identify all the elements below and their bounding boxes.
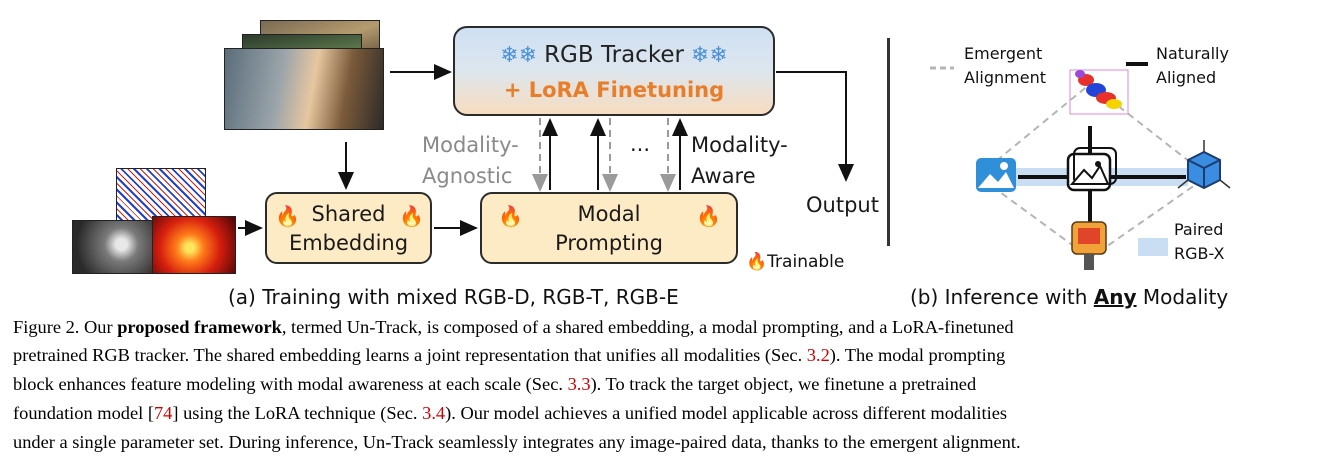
tracker-title: RGB Tracker [544, 42, 684, 68]
section-ref-link[interactable]: 3.4 [422, 403, 446, 423]
fire-icon: 🔥 [746, 252, 768, 272]
legend-natural: Naturally Aligned [1156, 44, 1229, 87]
fire-icon: 🔥 [498, 204, 523, 228]
rgb-tracker-box: ❄❄ RGB Tracker ❄❄ + LoRA Finetuning [453, 26, 775, 116]
event-frame [116, 168, 206, 222]
citation-link[interactable]: 74 [153, 403, 173, 423]
lora-finetuning-label: + LoRA Finetuning [503, 78, 725, 102]
legend-emergent: Emergent Alignment [964, 44, 1046, 87]
caption-line-2: pretrained RGB tracker. The shared embed… [13, 345, 1006, 365]
diagram-a-arrows [238, 64, 854, 236]
shared-embedding-label: Shared Embedding [288, 202, 409, 255]
fire-icon: 🔥 [275, 204, 300, 228]
section-ref-link[interactable]: 3.2 [806, 345, 830, 365]
diagram-training: ❄❄ RGB Tracker ❄❄ + LoRA Finetuning 🔥 🔥 … [0, 0, 880, 310]
caption-line-1: Figure 2. Our proposed framework, termed… [13, 317, 1014, 337]
shared-embedding-box: 🔥 🔥 Shared Embedding [265, 192, 432, 264]
subcaption-a: (a) Training with mixed RGB-D, RGB-T, RG… [228, 285, 679, 309]
fire-icon: 🔥 [696, 204, 721, 228]
snowflake-icon: ❄❄ [683, 43, 728, 68]
tracker-title-row: ❄❄ RGB Tracker ❄❄ [455, 42, 773, 68]
section-ref-link[interactable]: 3.3 [567, 374, 591, 394]
x-modality-stack [72, 168, 237, 278]
caption-line-5: under a single parameter set. During inf… [13, 432, 1021, 452]
caption-line-4: foundation model [74] using the LoRA tec… [13, 403, 1008, 423]
subcaption-b: (b) Inference with Any Modality [910, 285, 1229, 309]
fire-icon: 🔥 [399, 204, 424, 228]
modal-prompting-box: 🔥 🔥 Modal Prompting [480, 192, 738, 264]
diagram-b-graphics [930, 62, 1231, 270]
diagram-inference: Emergent Alignment Naturally Aligned Pai… [890, 0, 1331, 310]
modal-prompting-label: Modal Prompting [555, 202, 663, 255]
snowflake-icon: ❄❄ [500, 43, 545, 68]
legend-paired: Paired RGB-X [1174, 220, 1225, 263]
trainable-legend: 🔥Trainable [746, 252, 844, 272]
caption-line-3: block enhances feature modeling with mod… [13, 374, 977, 394]
legend-paired-swatch [1138, 238, 1168, 256]
ellipsis-label: ... [630, 132, 651, 156]
modality-agnostic-label: Modality- Agnostic [422, 133, 519, 188]
arrow-tracker-to-output [776, 71, 854, 182]
modality-aware-label: Modality- Aware [691, 133, 788, 188]
depth-frame [72, 220, 162, 274]
caption-bold: proposed framework [117, 317, 282, 337]
rgb-image-stack [220, 20, 390, 130]
trainable-label: Trainable [767, 252, 845, 272]
output-label: Output [806, 193, 879, 217]
point-cloud-icon [1069, 69, 1129, 115]
any-emphasis: Any [1093, 285, 1137, 309]
divider [887, 38, 890, 246]
thermal-frame [152, 216, 236, 274]
rgb-frame-front [224, 48, 384, 130]
